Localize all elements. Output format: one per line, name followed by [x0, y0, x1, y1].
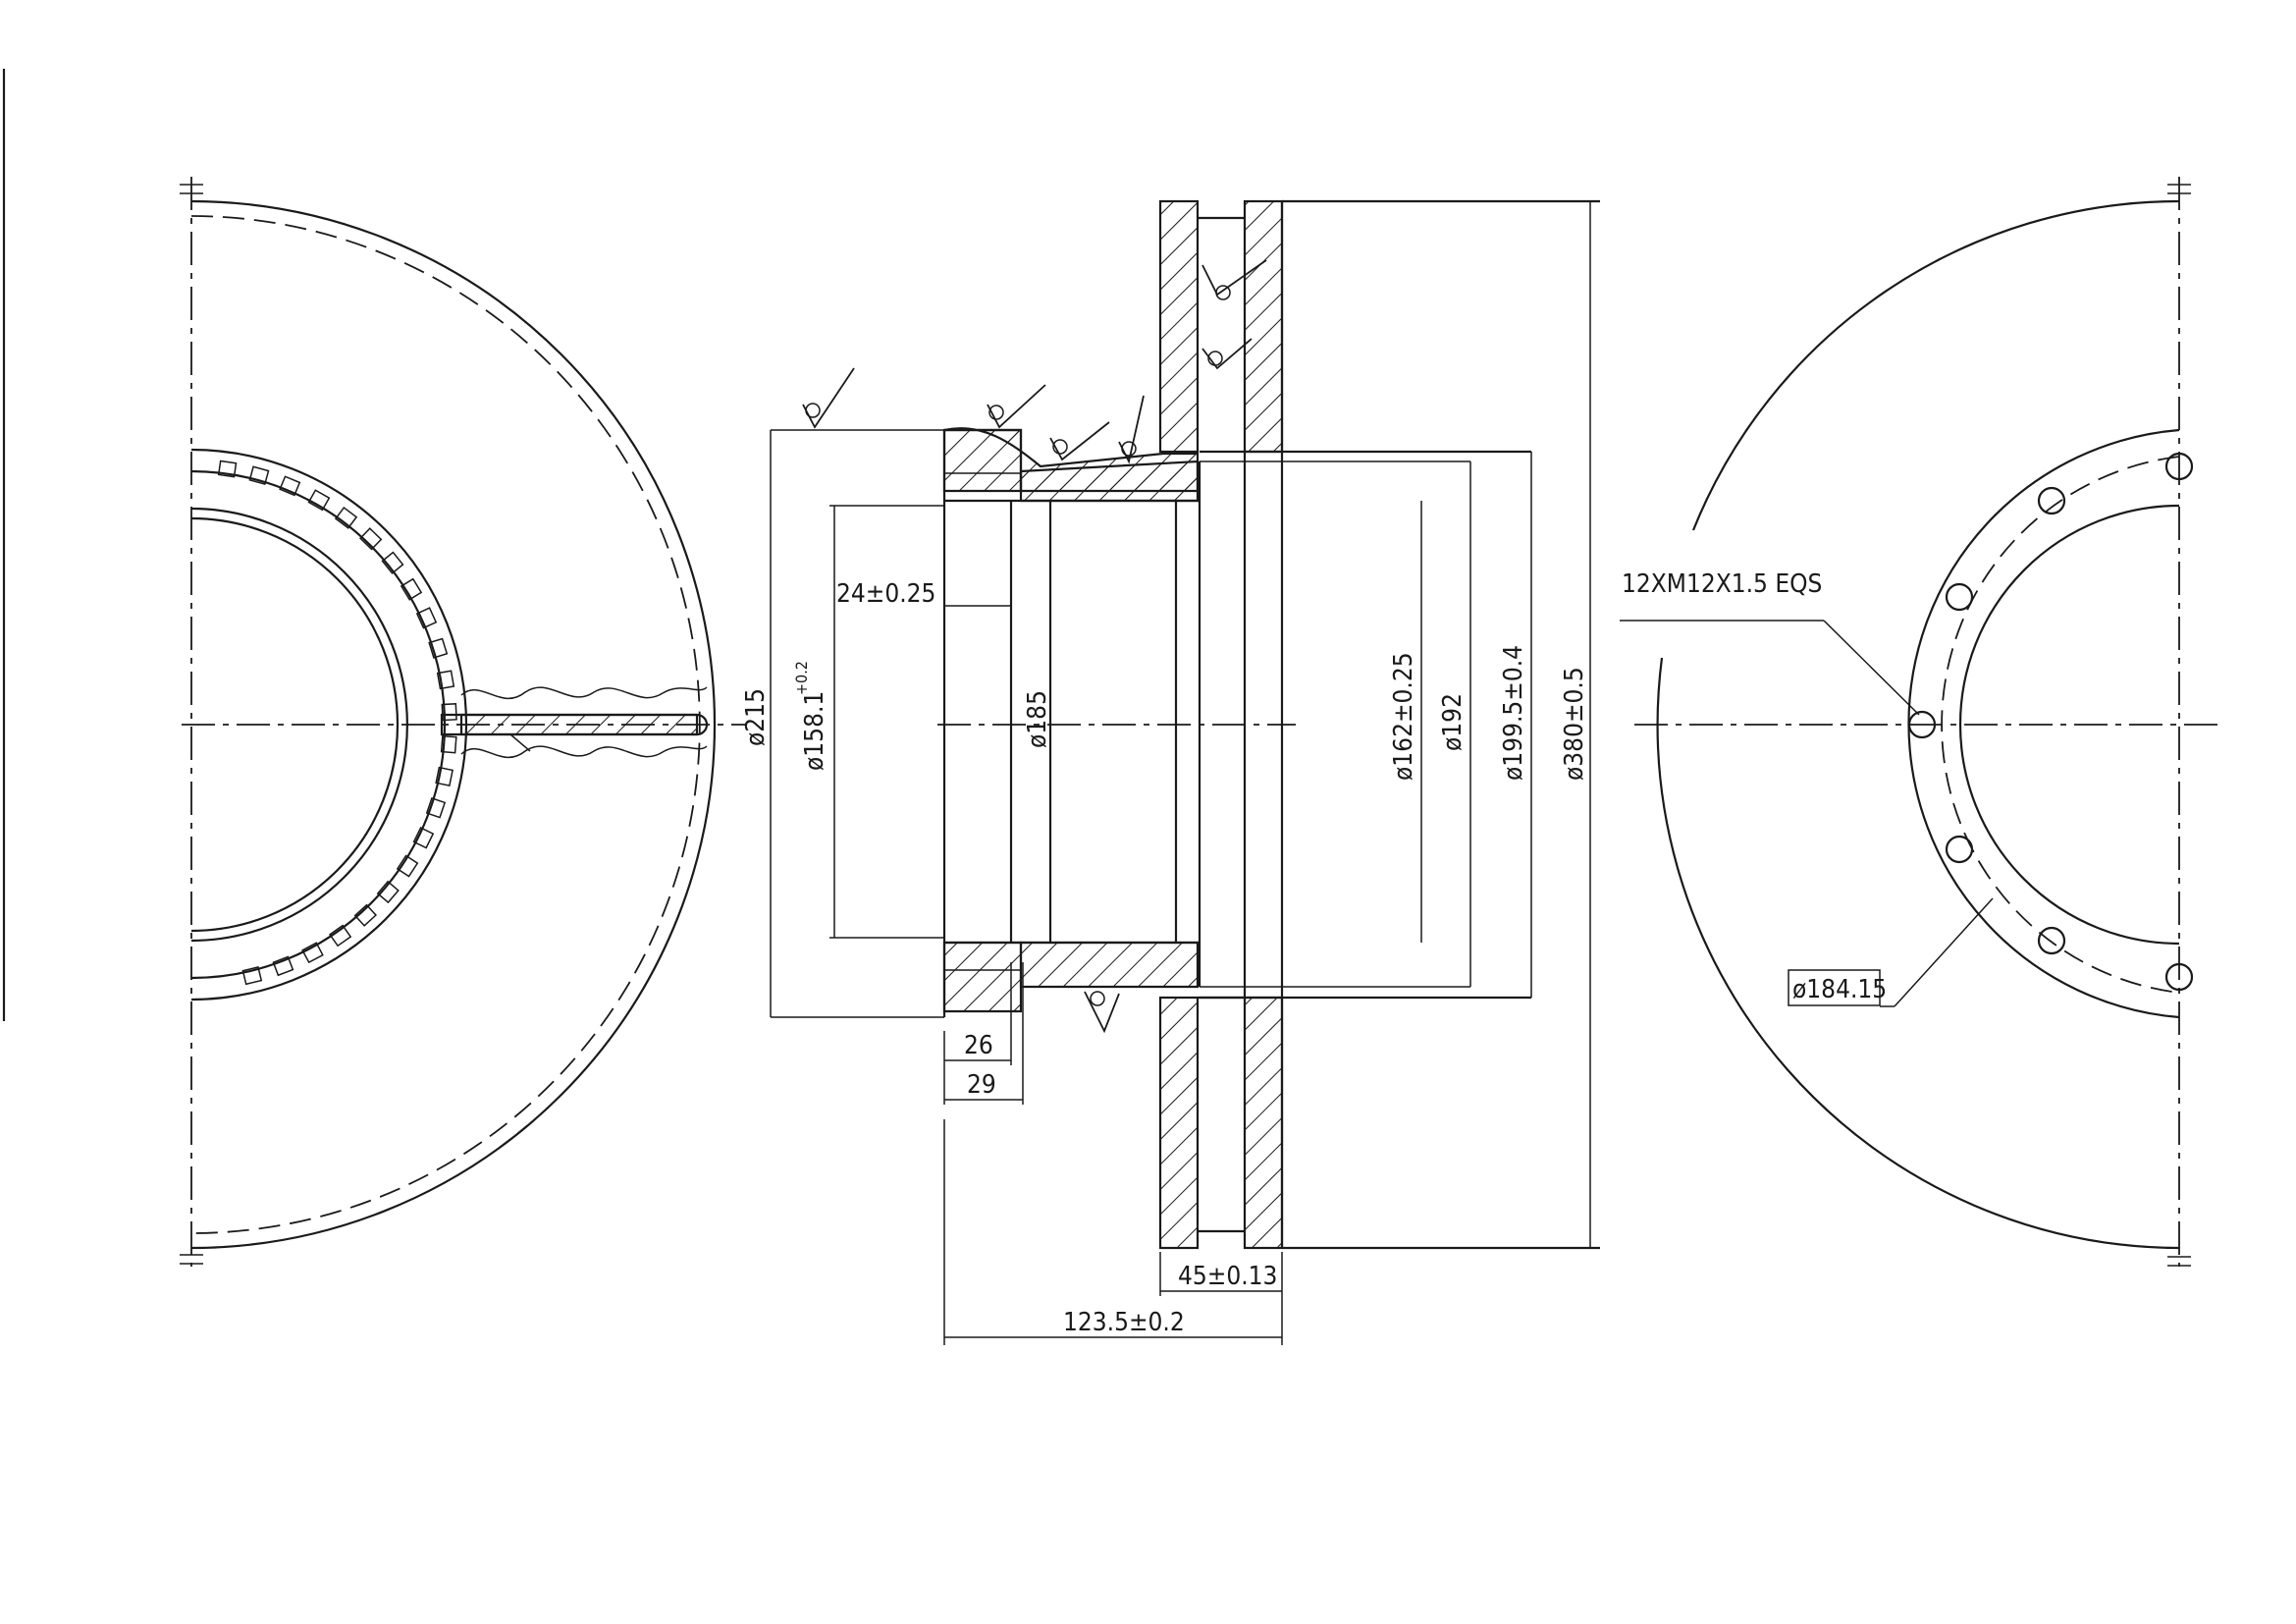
dim-w123: 123.5±0.2	[1063, 1308, 1185, 1337]
right-view: 12XM12X1.5 EQS ø184.15	[1620, 177, 2223, 1267]
tone-ring-tooth	[415, 607, 438, 629]
tone-ring-tooth	[307, 489, 331, 512]
note-pcd: ø184.15	[1792, 975, 1887, 1004]
tone-ring-tooth	[436, 670, 455, 690]
tone-ring-tooth	[440, 734, 457, 754]
tone-ring-tooth	[328, 924, 352, 947]
tone-ring-tooth	[412, 827, 435, 849]
dim-w24: 24±0.25	[836, 579, 935, 609]
bolt-hole	[2037, 926, 2066, 955]
dim-d215: ø215	[741, 688, 771, 746]
bolt-hole	[2037, 486, 2066, 515]
left-view	[180, 177, 746, 1267]
bolt-hole	[1945, 582, 1974, 612]
tone-ring-tooth	[425, 796, 447, 819]
dim-d380: ø380±0.5	[1560, 667, 1589, 781]
tone-ring-tooth	[376, 880, 400, 904]
tone-ring-tooth	[435, 766, 454, 787]
tone-ring-tooth	[248, 465, 270, 485]
tone-ring-tooth	[279, 475, 301, 497]
tone-ring-tooth	[272, 955, 294, 977]
tone-ring-tooth	[334, 506, 358, 529]
tone-ring-tooth	[396, 854, 419, 878]
tone-ring-teeth	[217, 460, 457, 986]
tone-ring-tooth	[359, 527, 383, 551]
bolt-holes	[1907, 452, 2194, 992]
section-view: ø215 ø158.1 +0.2 ø185 ø162±0.25 ø192 ø19…	[741, 199, 1600, 1345]
tone-ring-tooth	[353, 903, 378, 927]
dim-w26: 26	[964, 1031, 993, 1060]
note-holes: 12XM12X1.5 EQS	[1622, 569, 1822, 599]
tone-ring-tooth	[301, 942, 324, 964]
dim-d192: ø192	[1438, 693, 1468, 751]
dim-d158: ø158.1	[800, 691, 829, 771]
dim-d185: ø185	[1023, 690, 1052, 748]
dim-d158-tolerance: +0.2	[792, 661, 811, 695]
bolt-hole	[2164, 962, 2194, 992]
bolt-hole	[1945, 835, 1974, 864]
tone-ring-tooth	[400, 577, 423, 601]
tone-ring-tooth	[441, 703, 457, 722]
tone-ring-tooth	[428, 637, 449, 659]
dim-d199: ø199.5±0.4	[1499, 645, 1528, 781]
dim-w29: 29	[967, 1070, 996, 1100]
bolt-hole	[1907, 710, 1937, 739]
tone-ring-tooth	[381, 551, 404, 574]
bolt-hole	[2164, 452, 2194, 481]
tone-ring-tooth	[217, 460, 238, 478]
dim-d162: ø162±0.25	[1389, 652, 1418, 781]
tone-ring-tooth	[241, 966, 263, 986]
dim-w45: 45±0.13	[1178, 1262, 1277, 1291]
